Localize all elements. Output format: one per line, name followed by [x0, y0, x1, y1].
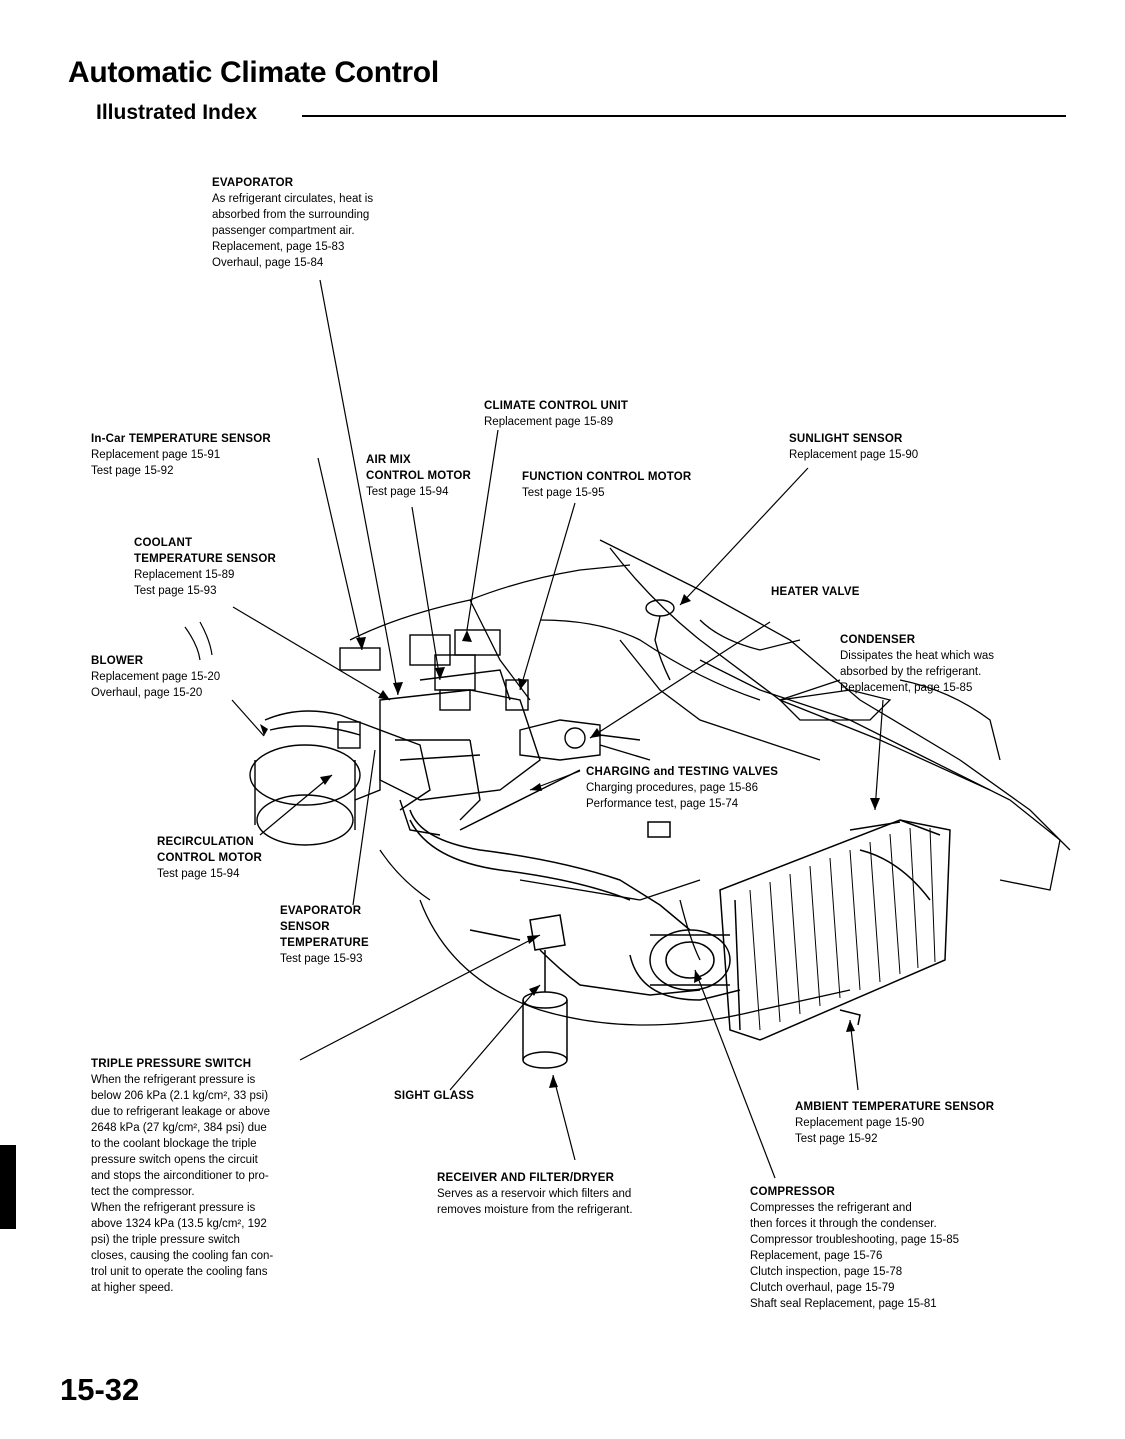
title-rule	[302, 115, 1066, 117]
label-receiver-filter-dryer: RECEIVER AND FILTER/DRYER Serves as a re…	[437, 1172, 633, 1216]
sunlight-sensor	[645, 599, 675, 681]
label-heater-valve: HEATER VALVE	[771, 586, 860, 598]
section-tab-marker	[0, 1145, 16, 1229]
label-evaporator: EVAPORATOR As refrigerant circulates, he…	[212, 177, 374, 269]
leader-lines	[184, 279, 884, 1179]
label-air-mix-control-motor: AIR MIX CONTROL MOTOR Test page 15-94	[366, 454, 472, 498]
compressor-drawing	[629, 929, 741, 1001]
label-sight-glass: SIGHT GLASS	[394, 1090, 475, 1102]
label-ambient-temperature-sensor: AMBIENT TEMPERATURE SENSOR Replacement p…	[795, 1101, 995, 1145]
label-in-car-temperature-sensor: In-Car TEMPERATURE SENSOR Replacement pa…	[91, 433, 271, 477]
receiver-dryer-drawing	[522, 914, 568, 1069]
page-title: Automatic Climate Control	[68, 56, 439, 89]
label-charging-testing-valves: CHARGING and TESTING VALVES Charging pro…	[586, 766, 779, 810]
label-blower: BLOWER Replacement page 15-20 Overhaul, …	[91, 655, 221, 699]
label-recirculation-control-motor: RECIRCULATION CONTROL MOTOR Test page 15…	[157, 836, 263, 880]
page-number: 15-32	[60, 1372, 140, 1407]
label-coolant-temperature-sensor: COOLANT TEMPERATURE SENSOR Replacement 1…	[134, 537, 277, 597]
label-triple-pressure-switch: TRIPLE PRESSURE SWITCH When the refriger…	[91, 1058, 274, 1294]
label-sunlight-sensor: SUNLIGHT SENSOR Replacement page 15-90	[789, 433, 919, 461]
heater-valve	[519, 719, 651, 761]
label-compressor: COMPRESSOR Compresses the refrigerant an…	[750, 1186, 960, 1310]
section-subtitle: Illustrated Index	[96, 101, 258, 124]
label-condenser: CONDENSER Dissipates the heat which was …	[840, 634, 995, 694]
label-function-control-motor: FUNCTION CONTROL MOTOR Test page 15-95	[522, 471, 692, 499]
body-outline	[349, 539, 1071, 1026]
label-climate-control-unit: CLIMATE CONTROL UNIT Replacement page 15…	[484, 400, 629, 428]
condenser-drawing	[719, 819, 951, 1041]
heater-unit	[339, 629, 541, 836]
blower-housing	[249, 710, 431, 846]
label-evaporator-sensor-temperature: EVAPORATOR SENSOR TEMPERATURE Test page …	[280, 905, 369, 965]
arrow-heads	[260, 594, 880, 1088]
